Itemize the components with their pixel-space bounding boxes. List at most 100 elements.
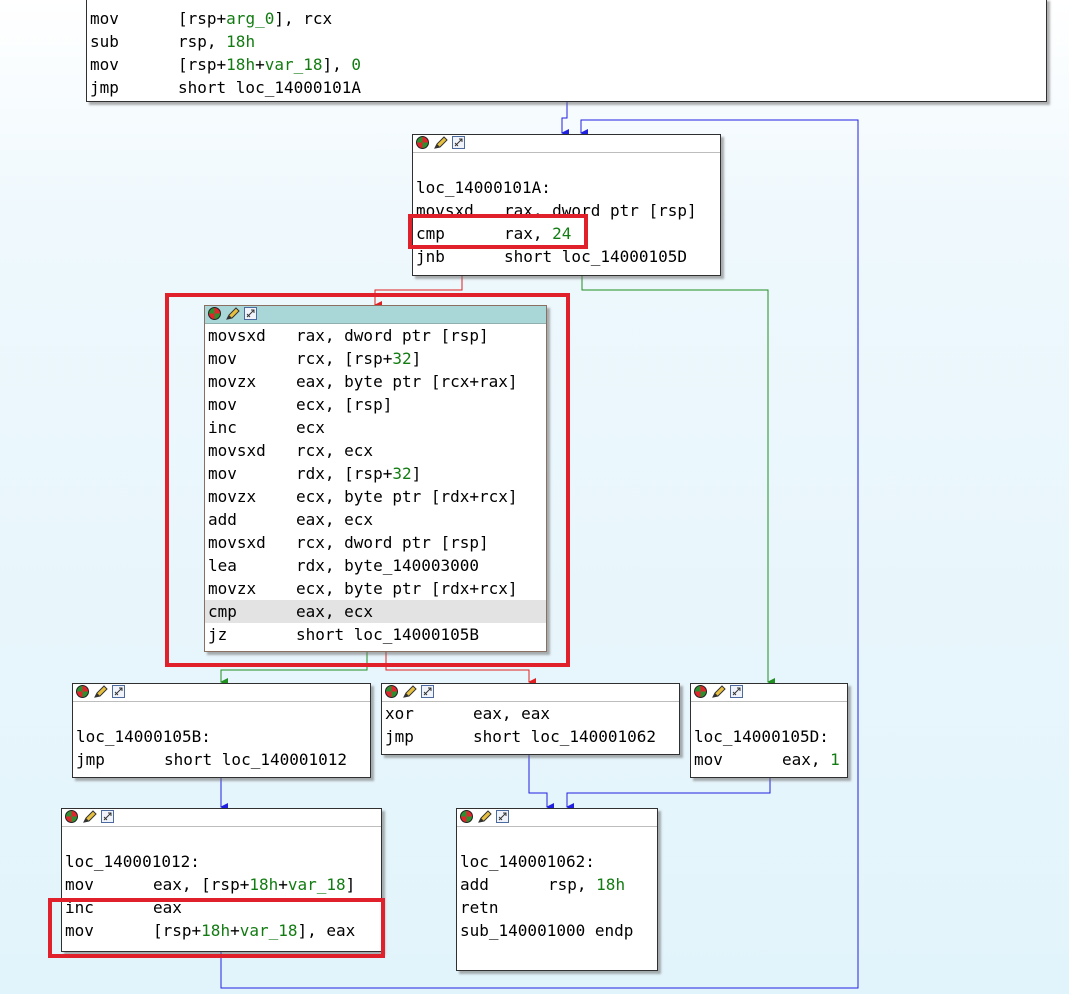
mnemonic[interactable]: movzx	[208, 487, 257, 506]
graph-overview-icon[interactable]	[496, 810, 509, 823]
asm-line[interactable]: mov rdx, [rsp+32]	[208, 462, 546, 485]
mnemonic[interactable]: mov	[208, 349, 237, 368]
graph-overview-icon[interactable]	[452, 136, 465, 149]
mnemonic[interactable]: jz	[208, 625, 228, 644]
asm-line[interactable]: loc_140001062:	[460, 850, 657, 873]
operands[interactable]: eax, byte ptr [rcx+rax]	[296, 370, 518, 393]
asm-line[interactable]	[65, 827, 381, 850]
operands[interactable]: [rsp+18h+var_18], 0	[178, 53, 361, 76]
block-loc-14000105d[interactable]: loc_14000105D:mov eax, 1	[690, 683, 848, 778]
operands[interactable]: rdx, [rsp+32]	[296, 462, 421, 485]
operands[interactable]: rcx, [rsp+32]	[296, 347, 421, 370]
operands[interactable]: short loc_14000105B	[296, 623, 479, 646]
operands[interactable]: rax, dword ptr [rsp]	[296, 324, 489, 347]
operands[interactable]: short loc_14000105D	[504, 245, 687, 268]
mnemonic[interactable]: mov	[90, 55, 119, 74]
asm-line[interactable]: mov[rsp+18h+var_18], eax	[65, 919, 381, 942]
asm-line[interactable]: xor eax, eax	[385, 702, 679, 725]
mnemonic[interactable]: mov	[90, 9, 119, 28]
asm-line[interactable]: jz short loc_14000105B	[208, 623, 546, 646]
rename-pencil-icon[interactable]	[434, 136, 448, 149]
operands[interactable]: short loc_140001012	[164, 748, 347, 771]
mnemonic[interactable]: sub	[90, 32, 119, 51]
asm-line[interactable]: jmp short loc_140001012	[76, 748, 370, 771]
operands[interactable]: [rsp+18h+var_18], eax	[153, 919, 355, 942]
graph-overview-icon[interactable]	[112, 685, 125, 698]
graph-color-icon[interactable]	[460, 810, 473, 823]
operands[interactable]: rdx, byte_140003000	[296, 554, 479, 577]
operands[interactable]: eax, 1	[782, 748, 840, 771]
asm-line[interactable]: add eax, ecx	[208, 508, 546, 531]
operands[interactable]: eax, ecx	[296, 508, 373, 531]
mnemonic[interactable]: inc	[208, 418, 237, 437]
asm-line[interactable]: jmp short loc_14000101A	[90, 76, 1046, 99]
mnemonic[interactable]: jmp	[90, 78, 119, 97]
mnemonic[interactable]: inc	[65, 898, 94, 917]
operands[interactable]: rcx, dword ptr [rsp]	[296, 531, 489, 554]
label[interactable]: loc_140001062:	[460, 852, 595, 871]
graph-overview-icon[interactable]	[244, 307, 257, 320]
asm-line[interactable]: loc_14000101A:	[416, 176, 720, 199]
mnemonic[interactable]: jmp	[385, 727, 414, 746]
graph-overview-icon[interactable]	[101, 810, 114, 823]
operands[interactable]: ecx, [rsp]	[296, 393, 392, 416]
operands[interactable]: rsp, 18h	[178, 30, 255, 53]
mnemonic[interactable]: movsxd	[208, 533, 266, 552]
rename-pencil-icon[interactable]	[712, 685, 726, 698]
operands[interactable]: short loc_14000101A	[178, 76, 361, 99]
asm-line[interactable]: movsxd rcx, ecx	[208, 439, 546, 462]
asm-line[interactable]: mov[rsp+arg_0], rcx	[90, 7, 1046, 30]
label[interactable]: sub_140001000 endp	[460, 921, 634, 940]
asm-line[interactable]	[76, 702, 370, 725]
mnemonic[interactable]: add	[208, 510, 237, 529]
graph-color-icon[interactable]	[416, 136, 429, 149]
asm-line[interactable]: mov rcx, [rsp+32]	[208, 347, 546, 370]
mnemonic[interactable]: jmp	[76, 750, 105, 769]
asm-line[interactable]	[694, 702, 847, 725]
operands[interactable]: eax, eax	[473, 702, 550, 725]
mnemonic[interactable]: movzx	[208, 579, 257, 598]
operands[interactable]: rcx, ecx	[296, 439, 373, 462]
label[interactable]: retn	[460, 898, 499, 917]
graph-color-icon[interactable]	[208, 307, 221, 320]
label[interactable]: loc_140001012:	[65, 852, 200, 871]
mnemonic[interactable]: xor	[385, 704, 414, 723]
rename-pencil-icon[interactable]	[226, 307, 240, 320]
asm-line[interactable]: sub rsp, 18h	[90, 30, 1046, 53]
graph-color-icon[interactable]	[76, 685, 89, 698]
label[interactable]: loc_14000101A:	[416, 178, 551, 197]
asm-line[interactable]: sub_140001000 endp	[460, 919, 657, 942]
rename-pencil-icon[interactable]	[83, 810, 97, 823]
mnemonic[interactable]: movsxd	[208, 441, 266, 460]
mnemonic[interactable]: mov	[694, 750, 723, 769]
rename-pencil-icon[interactable]	[94, 685, 108, 698]
operands[interactable]: eax	[153, 896, 182, 919]
label[interactable]: loc_14000105B:	[76, 727, 211, 746]
asm-line[interactable]: jnb short loc_14000105D	[416, 245, 720, 268]
asm-line[interactable]: inc eax	[65, 896, 381, 919]
asm-line[interactable]: retn	[460, 896, 657, 919]
mnemonic[interactable]: mov	[208, 464, 237, 483]
graph-color-icon[interactable]	[65, 810, 78, 823]
entry-block[interactable]: mov[rsp+arg_0], rcx sub rsp, 18h mov [rsp+18…	[86, 0, 1047, 102]
graph-overview-icon[interactable]	[421, 685, 434, 698]
operands[interactable]: rsp, 18h	[548, 873, 625, 896]
asm-line[interactable]: movsxd rcx, dword ptr [rsp]	[208, 531, 546, 554]
operands[interactable]: eax, [rsp+18h+var_18]	[153, 873, 355, 896]
mnemonic[interactable]: jnb	[416, 247, 445, 266]
asm-line[interactable]: mov [rsp+18h+var_18], 0	[90, 53, 1046, 76]
mnemonic[interactable]: cmp	[208, 602, 237, 621]
asm-line[interactable]: loc_14000105D:	[694, 725, 847, 748]
